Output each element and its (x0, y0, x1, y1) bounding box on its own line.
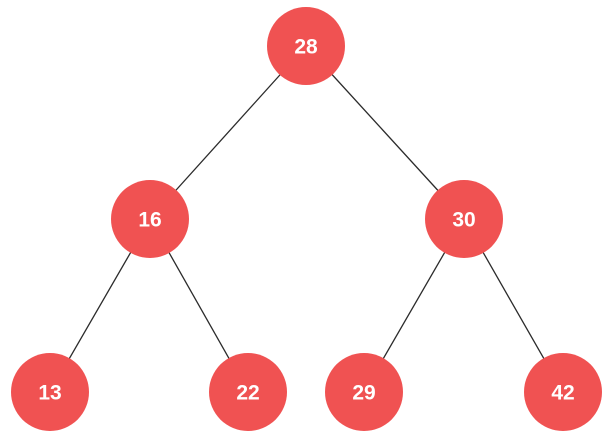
tree-node: 13 (11, 353, 89, 431)
tree-nodes: 28 16 30 13 22 29 42 (11, 7, 602, 431)
tree-node-circle (11, 353, 89, 431)
tree-node: 30 (425, 180, 503, 258)
tree-node-circle (425, 180, 503, 258)
tree-node-label: 42 (551, 382, 574, 405)
tree-node-label: 30 (452, 209, 475, 232)
tree-node-circle (267, 7, 345, 85)
tree-node: 22 (209, 353, 287, 431)
tree-node-label: 16 (138, 209, 161, 232)
tree-node-circle (524, 353, 602, 431)
tree-node-circle (111, 180, 189, 258)
tree-edge (305, 45, 465, 220)
tree-node-label: 29 (352, 382, 375, 405)
tree-node: 28 (267, 7, 345, 85)
tree-node-label: 28 (294, 36, 318, 59)
tree-node-label: 22 (236, 382, 259, 405)
tree-node-circle (325, 353, 403, 431)
tree-node-label: 13 (38, 382, 61, 405)
tree-node: 42 (524, 353, 602, 431)
tree-node: 16 (111, 180, 189, 258)
tree-node-circle (209, 353, 287, 431)
tree-node: 29 (325, 353, 403, 431)
